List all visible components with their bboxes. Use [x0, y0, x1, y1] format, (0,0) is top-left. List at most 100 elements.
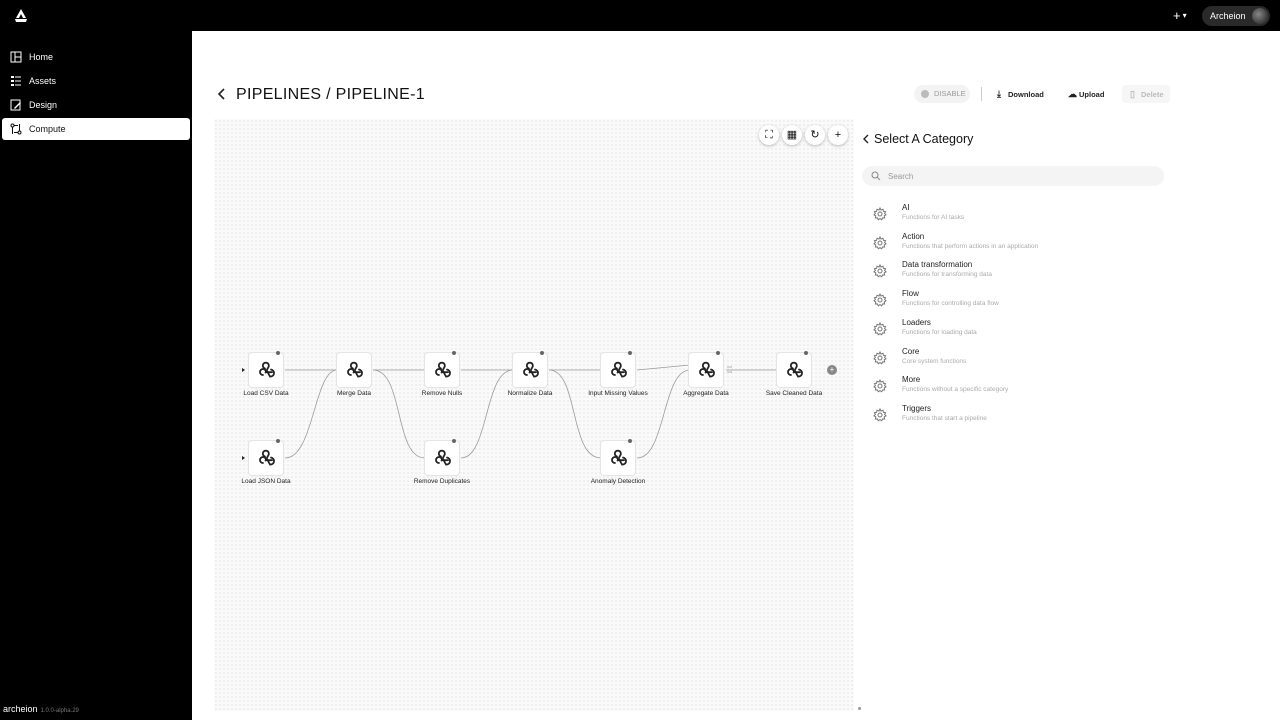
node-input-missing-values[interactable] — [600, 351, 636, 388]
node-status-dot — [452, 439, 456, 443]
delete-button[interactable]: ▯Delete — [1122, 85, 1170, 103]
node-normalize-data[interactable] — [512, 351, 548, 388]
node-aggregate-data[interactable] — [688, 351, 724, 388]
sidebar-item-compute[interactable]: Compute — [2, 118, 190, 140]
category-description: Functions for loading data — [902, 328, 977, 336]
disable-button[interactable]: DISABLE — [914, 85, 970, 103]
brand-name: archeion — [3, 704, 38, 714]
category-description: Functions that start a pipeline — [902, 414, 987, 422]
download-button[interactable]: ⤓ Download — [997, 85, 1044, 103]
sidebar-item-design[interactable]: Design — [2, 94, 190, 116]
refresh-icon: ↻ — [810, 129, 820, 141]
category-name: Core — [902, 346, 920, 356]
minimap-button[interactable]: ▦ — [782, 125, 802, 145]
home-icon — [10, 51, 22, 63]
sidebar-item-label: Home — [29, 52, 54, 62]
user-menu[interactable]: Archeion — [1202, 6, 1270, 26]
map-icon: ▦ — [786, 129, 798, 141]
node-remove-duplicates[interactable] — [424, 439, 460, 476]
start-arrow-icon — [242, 368, 245, 372]
node-status-dot — [276, 351, 280, 355]
webhook-icon — [611, 449, 627, 466]
sidebar-item-assets[interactable]: Assets — [2, 70, 190, 92]
webhook-icon — [347, 361, 363, 378]
disable-icon — [921, 90, 929, 98]
category-description: Core system functions — [902, 357, 967, 365]
node-label: Normalize Data — [507, 390, 553, 397]
node-anomaly-detection[interactable] — [600, 439, 636, 476]
delete-label: Delete — [1141, 90, 1164, 99]
sidebar-item-label: Compute — [29, 124, 66, 134]
edge-label-out: out — [727, 365, 732, 369]
sidebar-item-label: Assets — [29, 76, 57, 86]
back-chevron-icon[interactable] — [862, 133, 870, 145]
plus-icon: + — [829, 365, 835, 374]
edge — [548, 369, 602, 459]
upload-button[interactable]: ☁Upload — [1068, 85, 1104, 103]
sidebar-item-home[interactable]: Home — [2, 46, 190, 68]
append-node-button[interactable]: + — [827, 365, 837, 375]
node-load-csv-data[interactable] — [248, 351, 284, 388]
category-description: Functions that perform actions in an app… — [902, 242, 1039, 250]
node-label: Merge Data — [337, 390, 371, 397]
webhook-icon — [259, 361, 275, 378]
webhook-icon — [435, 449, 451, 466]
node-label: Aggregate Data — [683, 390, 729, 397]
category-name: Loaders — [902, 317, 931, 327]
add-node-button[interactable]: + — [828, 125, 848, 145]
search-input[interactable] — [888, 166, 1148, 186]
gear-icon — [873, 407, 887, 422]
category-name: Triggers — [902, 403, 932, 413]
node-label: Input Missing Values — [588, 390, 648, 397]
node-label: Load CSV Data — [243, 390, 289, 397]
gear-icon — [873, 206, 887, 221]
category-description: Functions for controlling data flow — [902, 300, 999, 308]
archeion-logo-icon[interactable] — [14, 9, 28, 22]
user-avatar — [1252, 8, 1268, 24]
back-chevron-icon[interactable] — [216, 86, 228, 102]
resize-handle[interactable] — [858, 707, 861, 710]
pipeline-edges: out out — [284, 364, 778, 459]
edge — [372, 369, 426, 459]
node-load-json-data[interactable] — [248, 439, 284, 476]
node-merge-data[interactable] — [336, 352, 372, 388]
category-name: Action — [902, 231, 925, 241]
node-status-dot — [276, 439, 280, 443]
node-status-dot — [628, 439, 632, 443]
design-icon — [10, 99, 21, 111]
node-label: Save Cleaned Data — [765, 390, 823, 397]
edge-label-out: out — [727, 370, 732, 374]
compute-icon — [10, 123, 22, 135]
edge — [636, 364, 691, 371]
category-search[interactable] — [862, 166, 1164, 186]
node-status-dot — [716, 351, 720, 355]
gear-icon — [873, 292, 887, 307]
node-remove-nulls[interactable] — [424, 351, 460, 388]
gear-icon — [873, 264, 887, 278]
webhook-icon — [259, 449, 275, 466]
add-menu-button[interactable]: +▾ — [1173, 8, 1187, 23]
node-label: Load JSON Data — [241, 478, 291, 485]
node-save-cleaned-data[interactable] — [776, 351, 812, 388]
category-name: Flow — [902, 289, 919, 299]
plus-icon: + — [1173, 8, 1181, 23]
fullscreen-button[interactable]: ⛶ — [759, 125, 779, 145]
gear-icon — [873, 235, 887, 250]
node-status-dot — [628, 351, 632, 355]
refresh-button[interactable]: ↻ — [805, 125, 825, 145]
page-title: PIPELINES / PIPELINE-1 — [236, 86, 425, 103]
webhook-icon — [523, 361, 539, 378]
download-label: Download — [1008, 90, 1044, 99]
upload-label: Upload — [1079, 90, 1105, 99]
download-icon: ⤓ — [997, 89, 1001, 99]
